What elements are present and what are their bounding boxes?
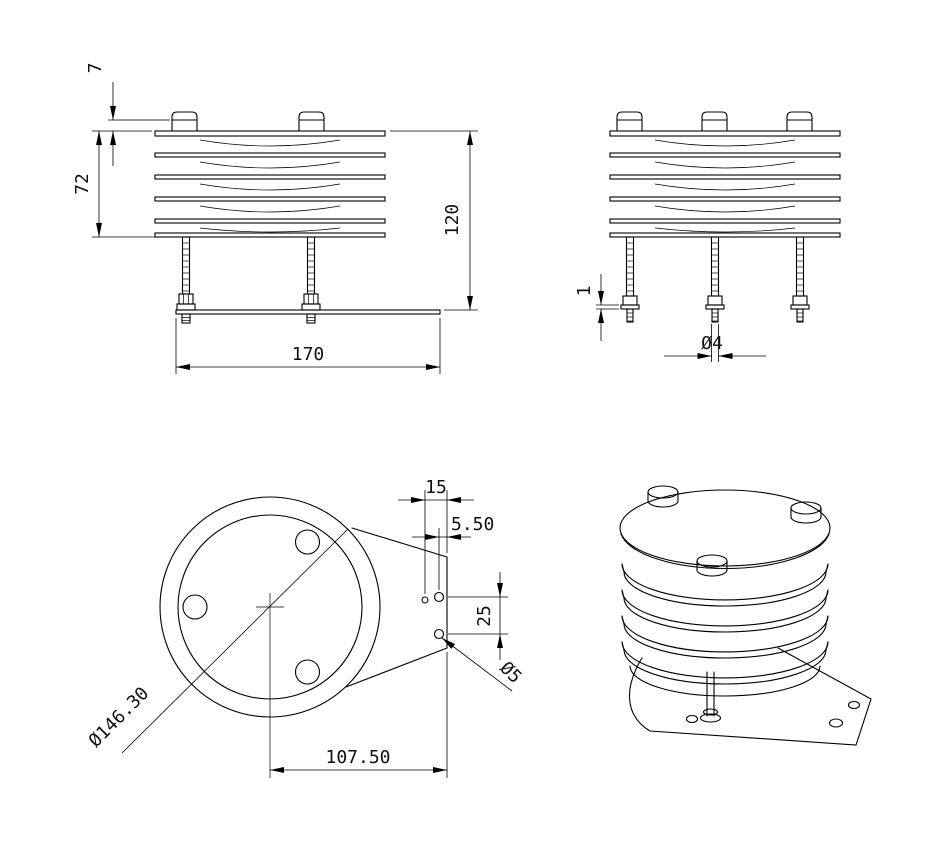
bracket-hole [421,596,429,604]
bracket-hole [685,714,699,724]
louver-plate [609,174,841,191]
plate-dome-arc [654,227,796,233]
mounting-bracket [628,647,872,746]
top-cover [619,489,831,567]
louver-plate [609,218,841,224]
louver-plate [154,218,386,224]
dim-louver-height: 72 [72,173,93,195]
front-view-dimensions: 7 72 120 170 [72,63,478,374]
top-cover-rim [620,533,830,570]
mounting-rod [699,671,722,723]
bracket-edge [351,527,448,558]
cap-knob [701,111,728,132]
cap-knob [790,501,822,524]
louver-stack [621,563,829,697]
bracket-hole [433,591,445,603]
mounting-rod [790,236,810,323]
top-plate [609,130,841,137]
louver-plate [609,196,841,213]
cap-knob [786,111,813,132]
side-view [609,111,841,323]
cap-knob [696,554,728,577]
dim-plate-thickness: 1 [574,286,595,297]
cap-knob [647,485,679,508]
dim-shield-diameter: Ø146.30 [85,683,153,751]
rod-hole [294,659,321,685]
front-view [154,111,441,324]
top-plate [154,130,386,137]
cap-knob [298,111,325,132]
cap-knob [171,111,198,132]
bracket-hole [847,700,861,710]
plan-view [121,496,448,778]
bracket-hole [828,718,844,728]
rod-hole [182,594,208,620]
diameter-line [121,528,349,754]
base-plate [175,309,441,315]
dim-bracket-length: 107.50 [325,747,390,768]
side-view-dimensions: 1 Ø4 [574,274,766,362]
louver-plate [609,152,841,169]
mounting-rod [705,236,725,323]
mounting-rod [620,236,640,323]
louver-plate [154,152,386,169]
dim-cap-offset: 7 [85,63,106,74]
dim-rod-diameter: Ø4 [701,333,723,354]
rod-hole [294,529,321,555]
louver-plate [154,174,386,191]
plate-dome-arc [654,139,796,147]
dim-hole-spacing: 25 [474,605,495,627]
dim-base-width: 170 [292,344,325,365]
isometric-view [619,485,872,746]
dim-total-height: 120 [442,204,463,237]
plate-dome-arc [199,227,341,233]
dim-edge-offset: 15 [425,477,447,498]
dim-hole-diameter: Ø5 [495,658,525,688]
bracket-edge [345,647,448,688]
bottom-plate [629,665,821,697]
dim-hole-edge-offset: 5.50 [451,514,494,535]
bottom-plate [154,232,386,238]
plate-dome-arc [199,139,341,147]
bottom-plate [609,232,841,238]
cap-knob [616,111,643,132]
bracket-hole [433,628,445,640]
louver-plate [154,196,386,213]
